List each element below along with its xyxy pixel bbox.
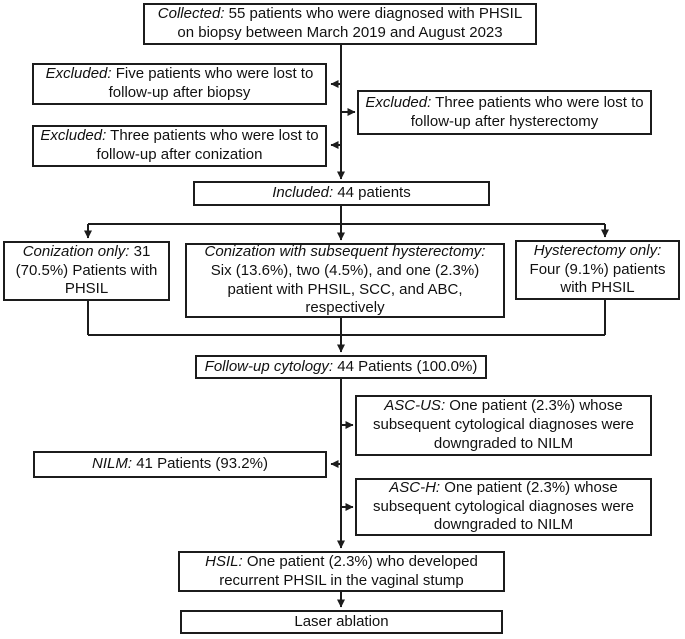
box-hsil-label: HSIL:: [205, 552, 243, 570]
box-asc-h-label: ASC-H:: [389, 478, 441, 496]
box-excluded-conization-text: Three patients who were lost to follow-u…: [96, 127, 319, 163]
box-hsil: HSIL: One patient (2.3%) who developed r…: [178, 551, 505, 592]
box-collected-content: Collected: 55 patients who were diagnose…: [151, 5, 529, 43]
box-collected-label: Collected:: [157, 5, 225, 23]
box-conization-with-hysterectomy: Conization with subsequent hysterectomy:…: [185, 243, 505, 318]
box-excluded-hysterectomy-text: Three patients who were lost to follow-u…: [410, 93, 644, 130]
box-asc-us-text: One patient (2.3%) whose subsequent cyto…: [373, 397, 634, 452]
box-nilm-content: NILM: 41 Patients (93.2%): [92, 455, 268, 474]
box-hysterectomy-only-label: Hysterectomy only:: [533, 241, 662, 259]
box-asc-h: ASC-H: One patient (2.3%) whose subseque…: [355, 478, 652, 536]
box-asc-h-text: One patient (2.3%) whose subsequent cyto…: [373, 478, 634, 534]
box-excluded-conization-content: Excluded: Three patients who were lost t…: [40, 127, 319, 165]
box-hsil-content: HSIL: One patient (2.3%) who developed r…: [186, 553, 497, 591]
box-followup-cytology-content: Follow-up cytology: 44 Patients (100.0%): [205, 358, 478, 377]
box-excluded-conization: Excluded: Three patients who were lost t…: [32, 125, 327, 167]
box-included-content: Included: 44 patients: [272, 184, 410, 203]
box-excluded-conization-label: Excluded:: [40, 127, 107, 145]
box-excluded-biopsy-text: Five patients who were lost to follow-up…: [108, 65, 314, 101]
box-excluded-hysterectomy-content: Excluded: Three patients who were lost t…: [365, 94, 644, 132]
box-followup-cytology-text: 44 Patients (100.0%): [333, 357, 478, 375]
box-laser-ablation: Laser ablation: [180, 610, 503, 634]
box-conization-only-content: Conization only: 31 (70.5%) Patients wit…: [11, 243, 162, 300]
box-asc-h-content: ASC-H: One patient (2.3%) whose subseque…: [363, 479, 644, 536]
box-conization-only-label: Conization only:: [22, 242, 130, 260]
box-conization-with-hysterectomy-label: Conization with subsequent hysterectomy:: [204, 242, 486, 260]
box-nilm: NILM: 41 Patients (93.2%): [33, 451, 327, 478]
box-conization-only: Conization only: 31 (70.5%) Patients wit…: [3, 241, 170, 301]
box-laser-ablation-content: Laser ablation: [294, 613, 388, 632]
box-excluded-biopsy-content: Excluded: Five patients who were lost to…: [40, 65, 319, 103]
box-asc-us: ASC-US: One patient (2.3%) whose subsequ…: [355, 395, 652, 456]
box-excluded-biopsy: Excluded: Five patients who were lost to…: [32, 63, 327, 105]
box-excluded-hysterectomy-label: Excluded:: [365, 93, 432, 111]
box-excluded-biopsy-label: Excluded:: [45, 65, 112, 83]
box-included: Included: 44 patients: [193, 181, 490, 206]
box-conization-with-hysterectomy-text: Six (13.6%), two (4.5%), and one (2.3%) …: [210, 261, 480, 317]
box-excluded-hysterectomy: Excluded: Three patients who were lost t…: [357, 90, 652, 135]
box-nilm-label: NILM:: [92, 455, 133, 473]
box-included-label: Included:: [272, 184, 334, 202]
box-laser-ablation-text: Laser ablation: [294, 612, 389, 630]
box-asc-us-label: ASC-US:: [384, 397, 446, 415]
box-hysterectomy-only: Hysterectomy only: Four (9.1%) patients …: [515, 240, 680, 300]
box-collected: Collected: 55 patients who were diagnose…: [143, 3, 537, 45]
box-hysterectomy-only-text: Four (9.1%) patients with PHSIL: [529, 260, 666, 297]
box-followup-cytology-label: Follow-up cytology:: [204, 357, 334, 375]
box-hsil-text: One patient (2.3%) who developed recurre…: [219, 552, 478, 589]
box-nilm-text: 41 Patients (93.2%): [132, 455, 268, 473]
box-conization-with-hysterectomy-content: Conization with subsequent hysterectomy:…: [193, 243, 497, 319]
box-asc-us-content: ASC-US: One patient (2.3%) whose subsequ…: [363, 397, 644, 454]
box-included-text: 44 patients: [333, 184, 411, 202]
box-hysterectomy-only-content: Hysterectomy only: Four (9.1%) patients …: [523, 242, 672, 299]
box-conization-only-text: 31 (70.5%) Patients with PHSIL: [15, 242, 158, 298]
box-collected-text: 55 patients who were diagnosed with PHSI…: [177, 5, 523, 41]
box-followup-cytology: Follow-up cytology: 44 Patients (100.0%): [195, 355, 487, 379]
